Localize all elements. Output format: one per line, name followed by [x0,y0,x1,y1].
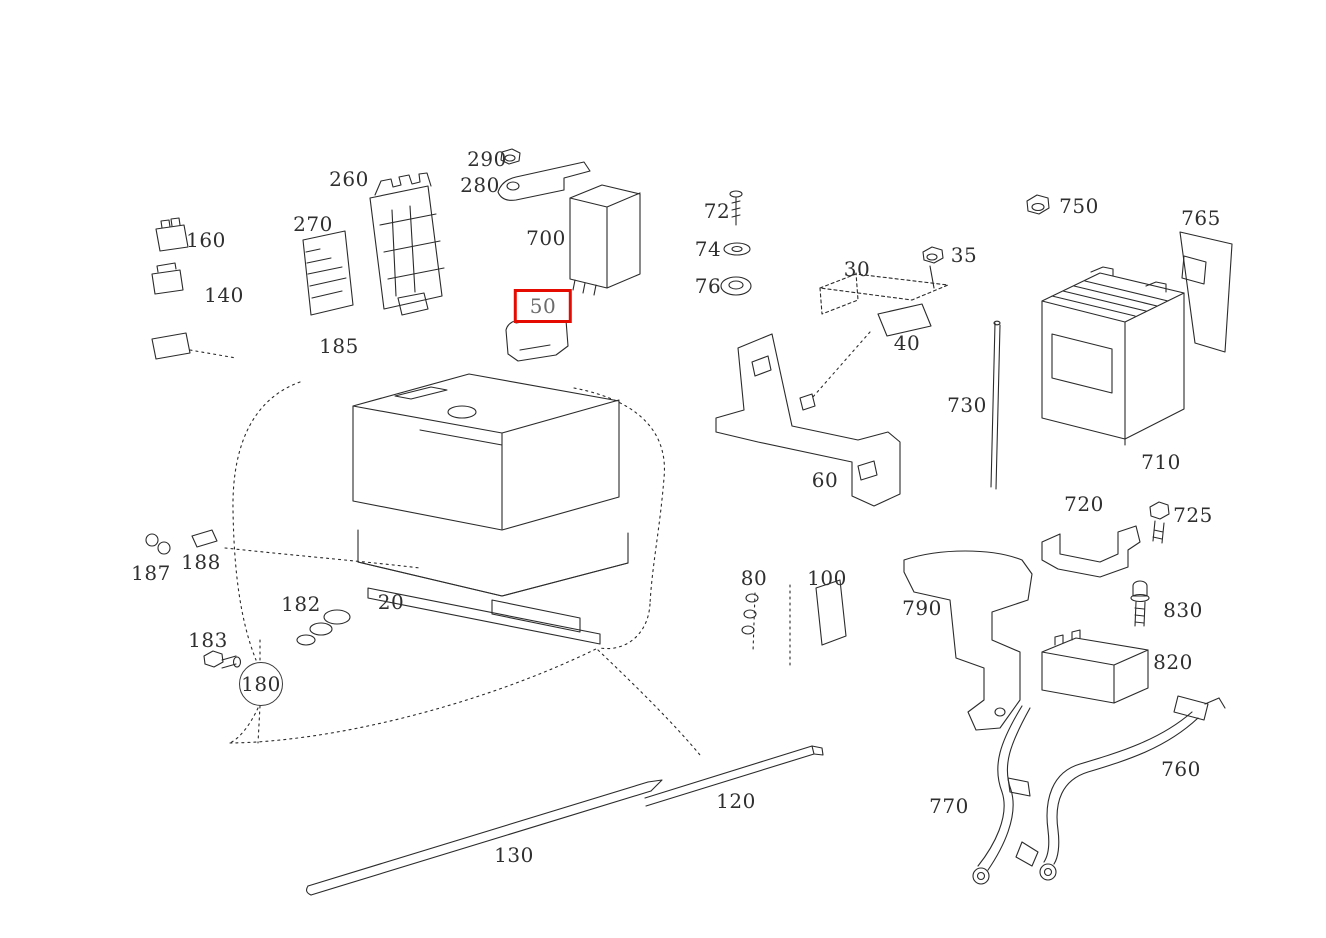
bushings-182-shape [296,609,351,646]
bolt-183-shape [203,650,242,669]
part-label-160[interactable]: 160 [186,228,226,252]
part-label-710[interactable]: 710 [1141,450,1181,474]
part-label-720[interactable]: 720 [1064,492,1104,516]
part-label-830[interactable]: 830 [1163,598,1203,622]
bolt-725-shape [1149,501,1170,544]
washer-74-shape [723,242,751,256]
part-label-270[interactable]: 270 [293,212,333,236]
plate-270-shape [302,230,354,316]
part-label-130[interactable]: 130 [494,843,534,867]
part-label-280[interactable]: 280 [460,173,500,197]
bracket-720-shape [1041,525,1141,578]
part-label-74[interactable]: 74 [694,237,722,261]
part-label-185[interactable]: 185 [319,334,359,358]
part-label-188[interactable]: 188 [181,550,221,574]
leaders-180-dotted [257,639,261,744]
part-label-260[interactable]: 260 [329,167,369,191]
nut-35-shape [922,246,944,264]
part-label-183[interactable]: 183 [188,628,228,652]
parts-80-100-shape [741,579,847,646]
plates-30-40-shape [819,265,949,337]
part-label-35[interactable]: 35 [950,243,978,267]
bracket-790-shape [903,550,1033,731]
part-label-72[interactable]: 72 [703,199,731,223]
part-label-120[interactable]: 120 [716,789,756,813]
relay-box-700-shape [569,184,641,296]
cable-770-shape [972,705,1039,885]
part-label-770[interactable]: 770 [929,794,969,818]
bolt-830-shape [1130,580,1150,627]
bracket-60-shape [715,333,901,507]
part-label-40[interactable]: 40 [893,331,921,355]
cable-760-shape [1039,695,1226,881]
battery-820-shape [1041,629,1149,704]
part-label-725[interactable]: 725 [1173,503,1213,527]
nut-750-shape [1026,194,1050,215]
part-label-700[interactable]: 700 [526,226,566,250]
relay-160-shape [155,217,189,252]
part-label-50[interactable]: 50 [513,289,573,323]
grommet-76-shape [720,276,752,296]
part-label-180[interactable]: 180 [239,662,283,706]
battery-185-shape [352,373,620,531]
nut-290-shape [500,148,521,165]
battery-710-shape [1041,266,1185,446]
part-label-100[interactable]: 100 [807,566,847,590]
plate-765-shape [1179,231,1233,353]
part-label-730[interactable]: 730 [947,393,987,417]
part-label-140[interactable]: 140 [204,283,244,307]
part-label-187[interactable]: 187 [131,561,171,585]
part-label-60[interactable]: 60 [811,468,839,492]
part-label-76[interactable]: 76 [694,274,722,298]
clips-187-188-shape [145,529,218,555]
tray-20-shape [357,529,629,645]
rod-130-shape [306,779,663,896]
screw-72-shape [729,190,743,226]
part-label-80[interactable]: 80 [740,566,768,590]
part-label-182[interactable]: 182 [281,592,321,616]
cable-runs-dotted [224,331,871,756]
assembly-140-shape [151,262,237,360]
bracket-280-shape [497,161,591,201]
part-label-30[interactable]: 30 [843,257,871,281]
part-label-820[interactable]: 820 [1153,650,1193,674]
part-label-760[interactable]: 760 [1161,757,1201,781]
part-label-750[interactable]: 750 [1059,194,1099,218]
part-label-765[interactable]: 765 [1181,206,1221,230]
part-label-290[interactable]: 290 [467,147,507,171]
fuse-module-260-shape [369,172,445,316]
part-label-20[interactable]: 20 [377,590,405,614]
rod-730-shape [990,320,1001,490]
cable-120-shape [644,745,824,807]
part-label-790[interactable]: 790 [902,596,942,620]
